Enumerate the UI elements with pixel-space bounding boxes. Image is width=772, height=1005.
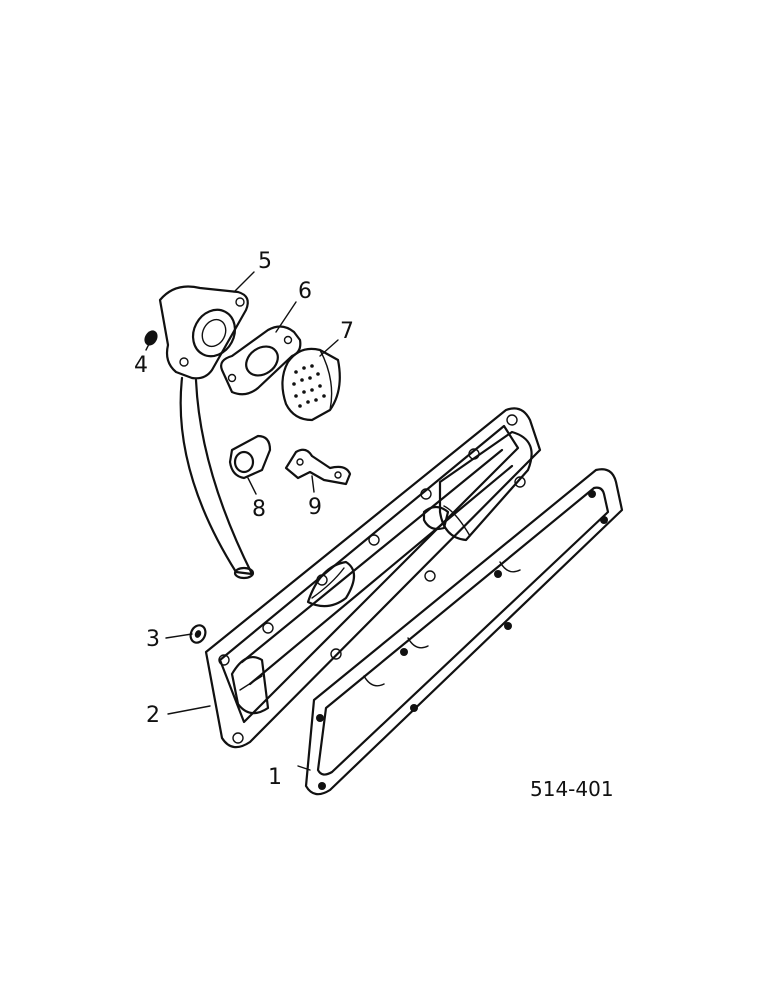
callout-8: 8: [252, 497, 266, 522]
leader-9: [311, 475, 315, 493]
callout-6: 6: [298, 279, 312, 304]
leader-1: [297, 765, 311, 771]
part-2-valve-cover: [204, 407, 542, 749]
part-4-plug: [144, 330, 158, 346]
leader-lines: [145, 271, 339, 771]
part-6-gasket: [220, 325, 302, 396]
callout-3: 3: [146, 627, 160, 652]
leader-6: [275, 301, 297, 333]
leader-8: [247, 477, 257, 495]
callout-5: 5: [258, 249, 272, 274]
callout-labels: 1 2 3 4 5 6 7 8 9: [134, 249, 354, 790]
drawing-number: 514-401: [530, 777, 614, 801]
callout-2: 2: [146, 703, 160, 728]
part-9-bracket: [284, 448, 352, 486]
callout-4: 4: [134, 353, 148, 378]
leader-7: [319, 339, 339, 357]
part-5-breather-tube: [158, 285, 255, 580]
callout-7: 7: [340, 319, 354, 344]
part-7-filter: [281, 347, 341, 422]
leader-2: [167, 705, 211, 715]
leader-3: [165, 633, 193, 639]
callout-1: 1: [268, 765, 282, 790]
part-3-grommet: [189, 624, 207, 644]
callout-9: 9: [308, 495, 322, 520]
leader-4: [145, 341, 151, 351]
part-8-clamp: [228, 434, 272, 480]
part-1-cover-gasket: [304, 468, 624, 796]
leader-5: [233, 271, 255, 293]
